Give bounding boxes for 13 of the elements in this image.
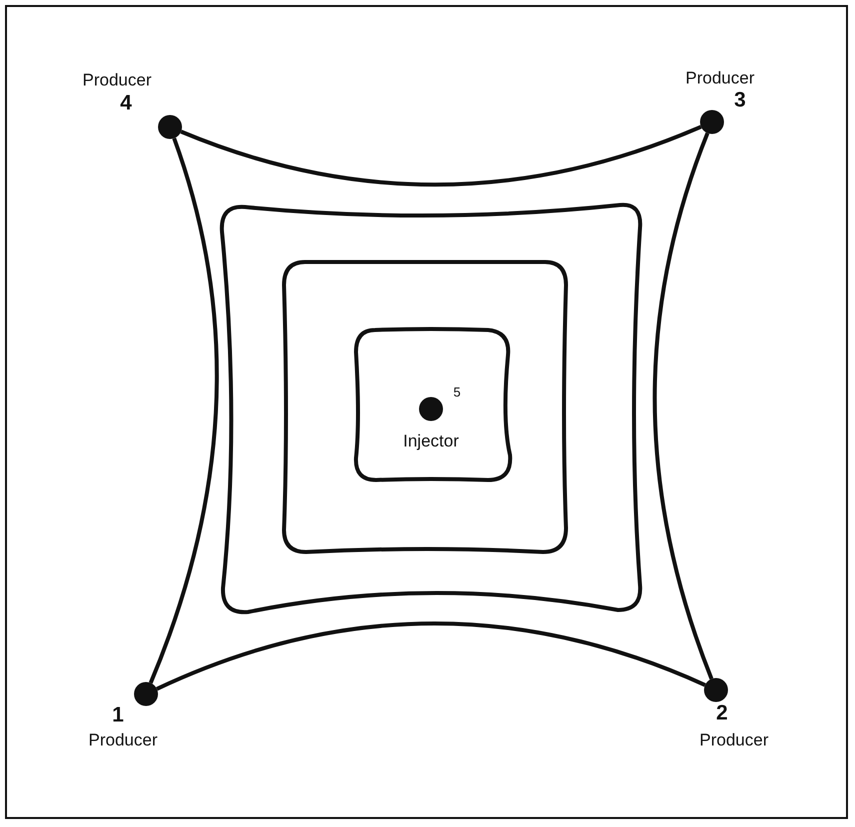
boundary-line — [652, 132, 714, 680]
well-label: Producer — [82, 72, 152, 88]
boundary-line — [148, 138, 219, 684]
well-label: Producer — [686, 70, 754, 86]
well-label: Producer — [88, 732, 158, 748]
well-label: Injector — [403, 432, 459, 450]
boundary-line — [156, 622, 706, 691]
well-number: 5 — [453, 386, 461, 398]
well-label: Producer — [700, 732, 768, 748]
well-number: 1 — [112, 704, 124, 726]
well-number: 4 — [120, 92, 132, 114]
well-number: 2 — [716, 702, 728, 724]
well-number: 3 — [734, 90, 746, 110]
